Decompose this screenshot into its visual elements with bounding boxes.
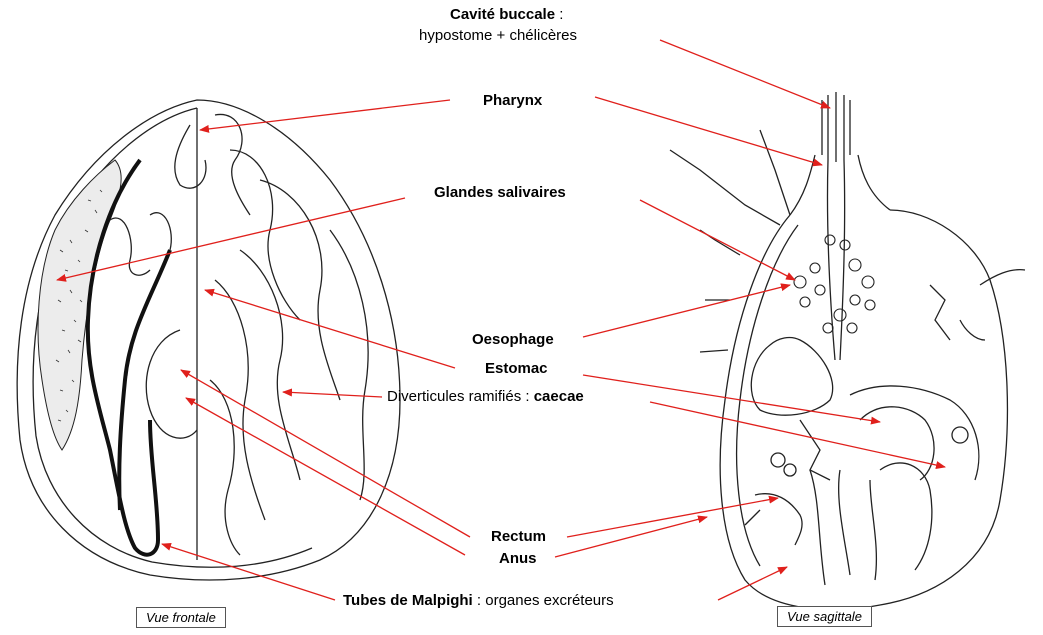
label-tubes-malpighi: Tubes de Malpighi : organes excréteurs (343, 592, 614, 610)
label-glandes-salivaires: Glandes salivaires (434, 184, 566, 202)
label-oesophage: Oesophage (472, 331, 554, 349)
arrow-oesophage (583, 285, 790, 337)
label-cavite-sub: hypostome + chélicères (419, 27, 577, 45)
arrow-tubes-left (162, 544, 335, 600)
label-tubes-rest: : organes excréteurs (473, 592, 614, 609)
arrow-pharynx-right (595, 97, 822, 165)
label-pharynx: Pharynx (483, 92, 542, 110)
frontal-view-drawing (17, 100, 400, 580)
arrow-estomac-left (205, 290, 455, 368)
label-tubes-title: Tubes de Malpighi (343, 592, 473, 609)
arrow-glandes-right (640, 200, 795, 280)
label-caecae: caecae (534, 388, 584, 405)
label-diverticules: Diverticules ramifiés : caecae (387, 388, 584, 406)
label-cavite-title: Cavité buccale (450, 6, 555, 23)
arrow-rectum-right (567, 498, 778, 537)
caption-vue-sagittale: Vue sagittale (777, 606, 872, 627)
arrow-diverticules-left (283, 392, 382, 397)
arrow-tubes-right (718, 567, 787, 600)
label-rectum: Rectum (491, 528, 546, 546)
arrow-anus-right (555, 517, 707, 557)
arrow-estomac-right (583, 375, 880, 422)
label-cavite-colon: : (555, 6, 563, 23)
sagittal-body-outline (720, 210, 1007, 610)
label-diverticules-text: Diverticules ramifiés : (387, 388, 534, 405)
label-anus: Anus (499, 550, 537, 568)
label-estomac: Estomac (485, 360, 548, 378)
caption-vue-frontale: Vue frontale (136, 607, 226, 628)
frontal-salivary-mass (38, 160, 121, 450)
label-cavite-buccale: Cavité buccale : (450, 6, 563, 24)
pointer-arrows (57, 40, 945, 600)
sagittal-view-drawing (670, 92, 1025, 610)
arrow-pharynx-left (200, 100, 450, 130)
arrow-cavite (660, 40, 830, 108)
arrow-caecae-right (650, 402, 945, 467)
